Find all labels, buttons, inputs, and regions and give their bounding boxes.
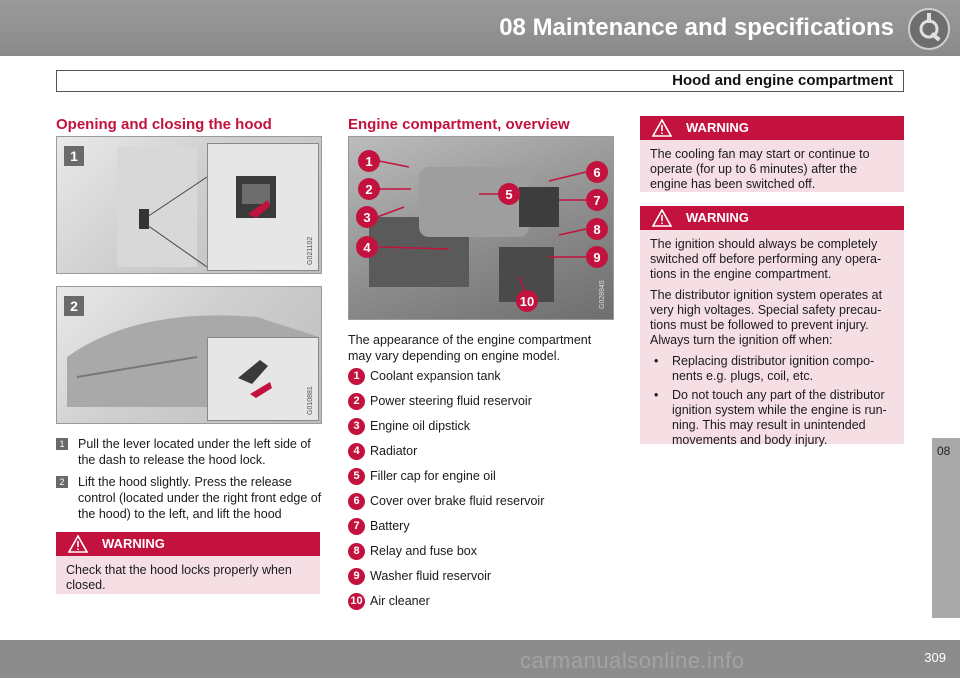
- legend-label: Washer fluid reservoir: [370, 569, 492, 583]
- release-inset: [207, 337, 319, 421]
- side-tab-label: 08: [937, 444, 951, 458]
- engine-intro: The appearance of the engine compartment…: [348, 333, 592, 363]
- header-band: [0, 0, 960, 56]
- lever-inset: [207, 143, 319, 271]
- legend-number-badge: 8: [348, 543, 365, 560]
- step-number: 1: [56, 438, 68, 450]
- bullet-text: Replacing distributor ignition compo-nen…: [672, 354, 875, 383]
- legend-number-badge: 9: [348, 568, 365, 585]
- legend-label: Radiator: [370, 444, 418, 458]
- warning-header: WARNING: [640, 206, 904, 230]
- callout-6: 6: [593, 165, 600, 180]
- legend-number-badge: 4: [348, 443, 365, 460]
- warning-bullet: • Do not touch any part of the distribut…: [650, 388, 894, 448]
- legend-label: Cover over brake fluid reservoir: [370, 494, 545, 508]
- legend-number-badge: 3: [348, 418, 365, 435]
- warning-body: The ignition should always be completely…: [640, 230, 904, 458]
- figure-code: G010881: [307, 386, 314, 415]
- callout-8: 8: [593, 222, 600, 237]
- callout-9: 9: [593, 250, 600, 265]
- legend-number-badge: 10: [348, 593, 365, 610]
- warning-paragraph: The ignition should always be completely…: [650, 237, 882, 281]
- step-item: 1 Pull the lever located under the left …: [56, 436, 322, 468]
- bullet-dot-icon: •: [654, 388, 659, 402]
- page-number: 309: [924, 650, 946, 665]
- warning-triangle-icon: [652, 209, 672, 227]
- warning-title: WARNING: [102, 536, 165, 551]
- lever-illustration: [236, 176, 276, 218]
- warning-bullet: • Replacing distributor ignition compo-n…: [650, 354, 894, 384]
- section-bar: Hood and engine compartment: [56, 70, 904, 92]
- callout-2: 2: [365, 182, 372, 197]
- legend-label: Relay and fuse box: [370, 544, 478, 558]
- chapter-side-tab: [932, 438, 960, 618]
- footer-band: [0, 640, 960, 678]
- figure-code: G021102: [307, 236, 314, 265]
- warning-header: WARNING: [640, 116, 904, 140]
- release-illustration: [238, 360, 272, 398]
- bullet-dot-icon: •: [654, 354, 659, 368]
- fan-warning-box: WARNING The cooling fan may start or con…: [640, 116, 904, 192]
- wrench-icon: [908, 8, 950, 50]
- hood-lever-figure: 1 G021102: [56, 136, 322, 274]
- callout-1: 1: [365, 154, 372, 169]
- legend-number-badge: 2: [348, 393, 365, 410]
- legend-label: Engine oil dipstick: [370, 419, 471, 433]
- callout-10: 10: [520, 294, 534, 309]
- ignition-warning-box: WARNING The ignition should always be co…: [640, 206, 904, 447]
- callout-3: 3: [363, 210, 370, 225]
- dashboard-illustration: [117, 147, 208, 268]
- watermark: carmanualsonline.info: [520, 648, 745, 673]
- warning-header: WARNING: [56, 532, 320, 556]
- legend-number-badge: 6: [348, 493, 365, 510]
- warning-triangle-icon: [68, 535, 88, 553]
- bullet-text: Do not touch any part of the distributor…: [672, 388, 887, 447]
- legend-number-badge: 1: [348, 368, 365, 385]
- callout-4: 4: [363, 240, 371, 255]
- chapter-title: 08 Maintenance and specifications: [499, 14, 894, 41]
- step-item: 2 Lift the hood slightly. Press the rele…: [56, 474, 322, 522]
- warning-paragraph: The distributor ignition system operates…: [650, 288, 883, 347]
- warning-triangle-icon: [652, 119, 672, 137]
- step-text: Pull the lever located under the left si…: [78, 437, 311, 467]
- legend-label: Filler cap for engine oil: [370, 469, 496, 483]
- figure-code: G028945: [599, 280, 606, 309]
- legend-label: Air cleaner: [370, 594, 430, 608]
- warning-body: The cooling fan may start or continue to…: [640, 140, 904, 204]
- hood-warning-box: WARNING Check that the hood locks proper…: [56, 532, 320, 594]
- legend-number-badge: 5: [348, 468, 365, 485]
- step-number: 2: [56, 476, 68, 488]
- hood-release-figure: 2 G010881: [56, 286, 322, 424]
- warning-title: WARNING: [686, 120, 749, 135]
- figure-number: 1: [64, 146, 84, 166]
- step-text: Lift the hood slightly. Press the releas…: [78, 475, 322, 521]
- engine-illustration: 1 2 3 4 5 6 7 8 9 10: [356, 150, 608, 312]
- legend-label: Coolant expansion tank: [370, 369, 501, 383]
- warning-text: Check that the hood locks properly when …: [66, 563, 292, 592]
- warning-paragraph: The cooling fan may start or continue to…: [650, 147, 870, 191]
- legend-number-badge: 7: [348, 518, 365, 535]
- hood-heading: Opening and closing the hood: [56, 116, 272, 133]
- warning-title: WARNING: [686, 210, 749, 225]
- legend-label: Battery: [370, 519, 410, 533]
- callout-5: 5: [505, 187, 512, 202]
- callout-7: 7: [593, 193, 600, 208]
- engine-heading: Engine compartment, overview: [348, 116, 570, 133]
- section-title: Hood and engine compartment: [672, 72, 893, 89]
- legend-label: Power steering fluid reservoir: [370, 394, 532, 408]
- figure-number: 2: [64, 296, 84, 316]
- engine-compartment-figure: 1 2 3 4 5 6 7 8 9 10 G028945: [348, 136, 614, 320]
